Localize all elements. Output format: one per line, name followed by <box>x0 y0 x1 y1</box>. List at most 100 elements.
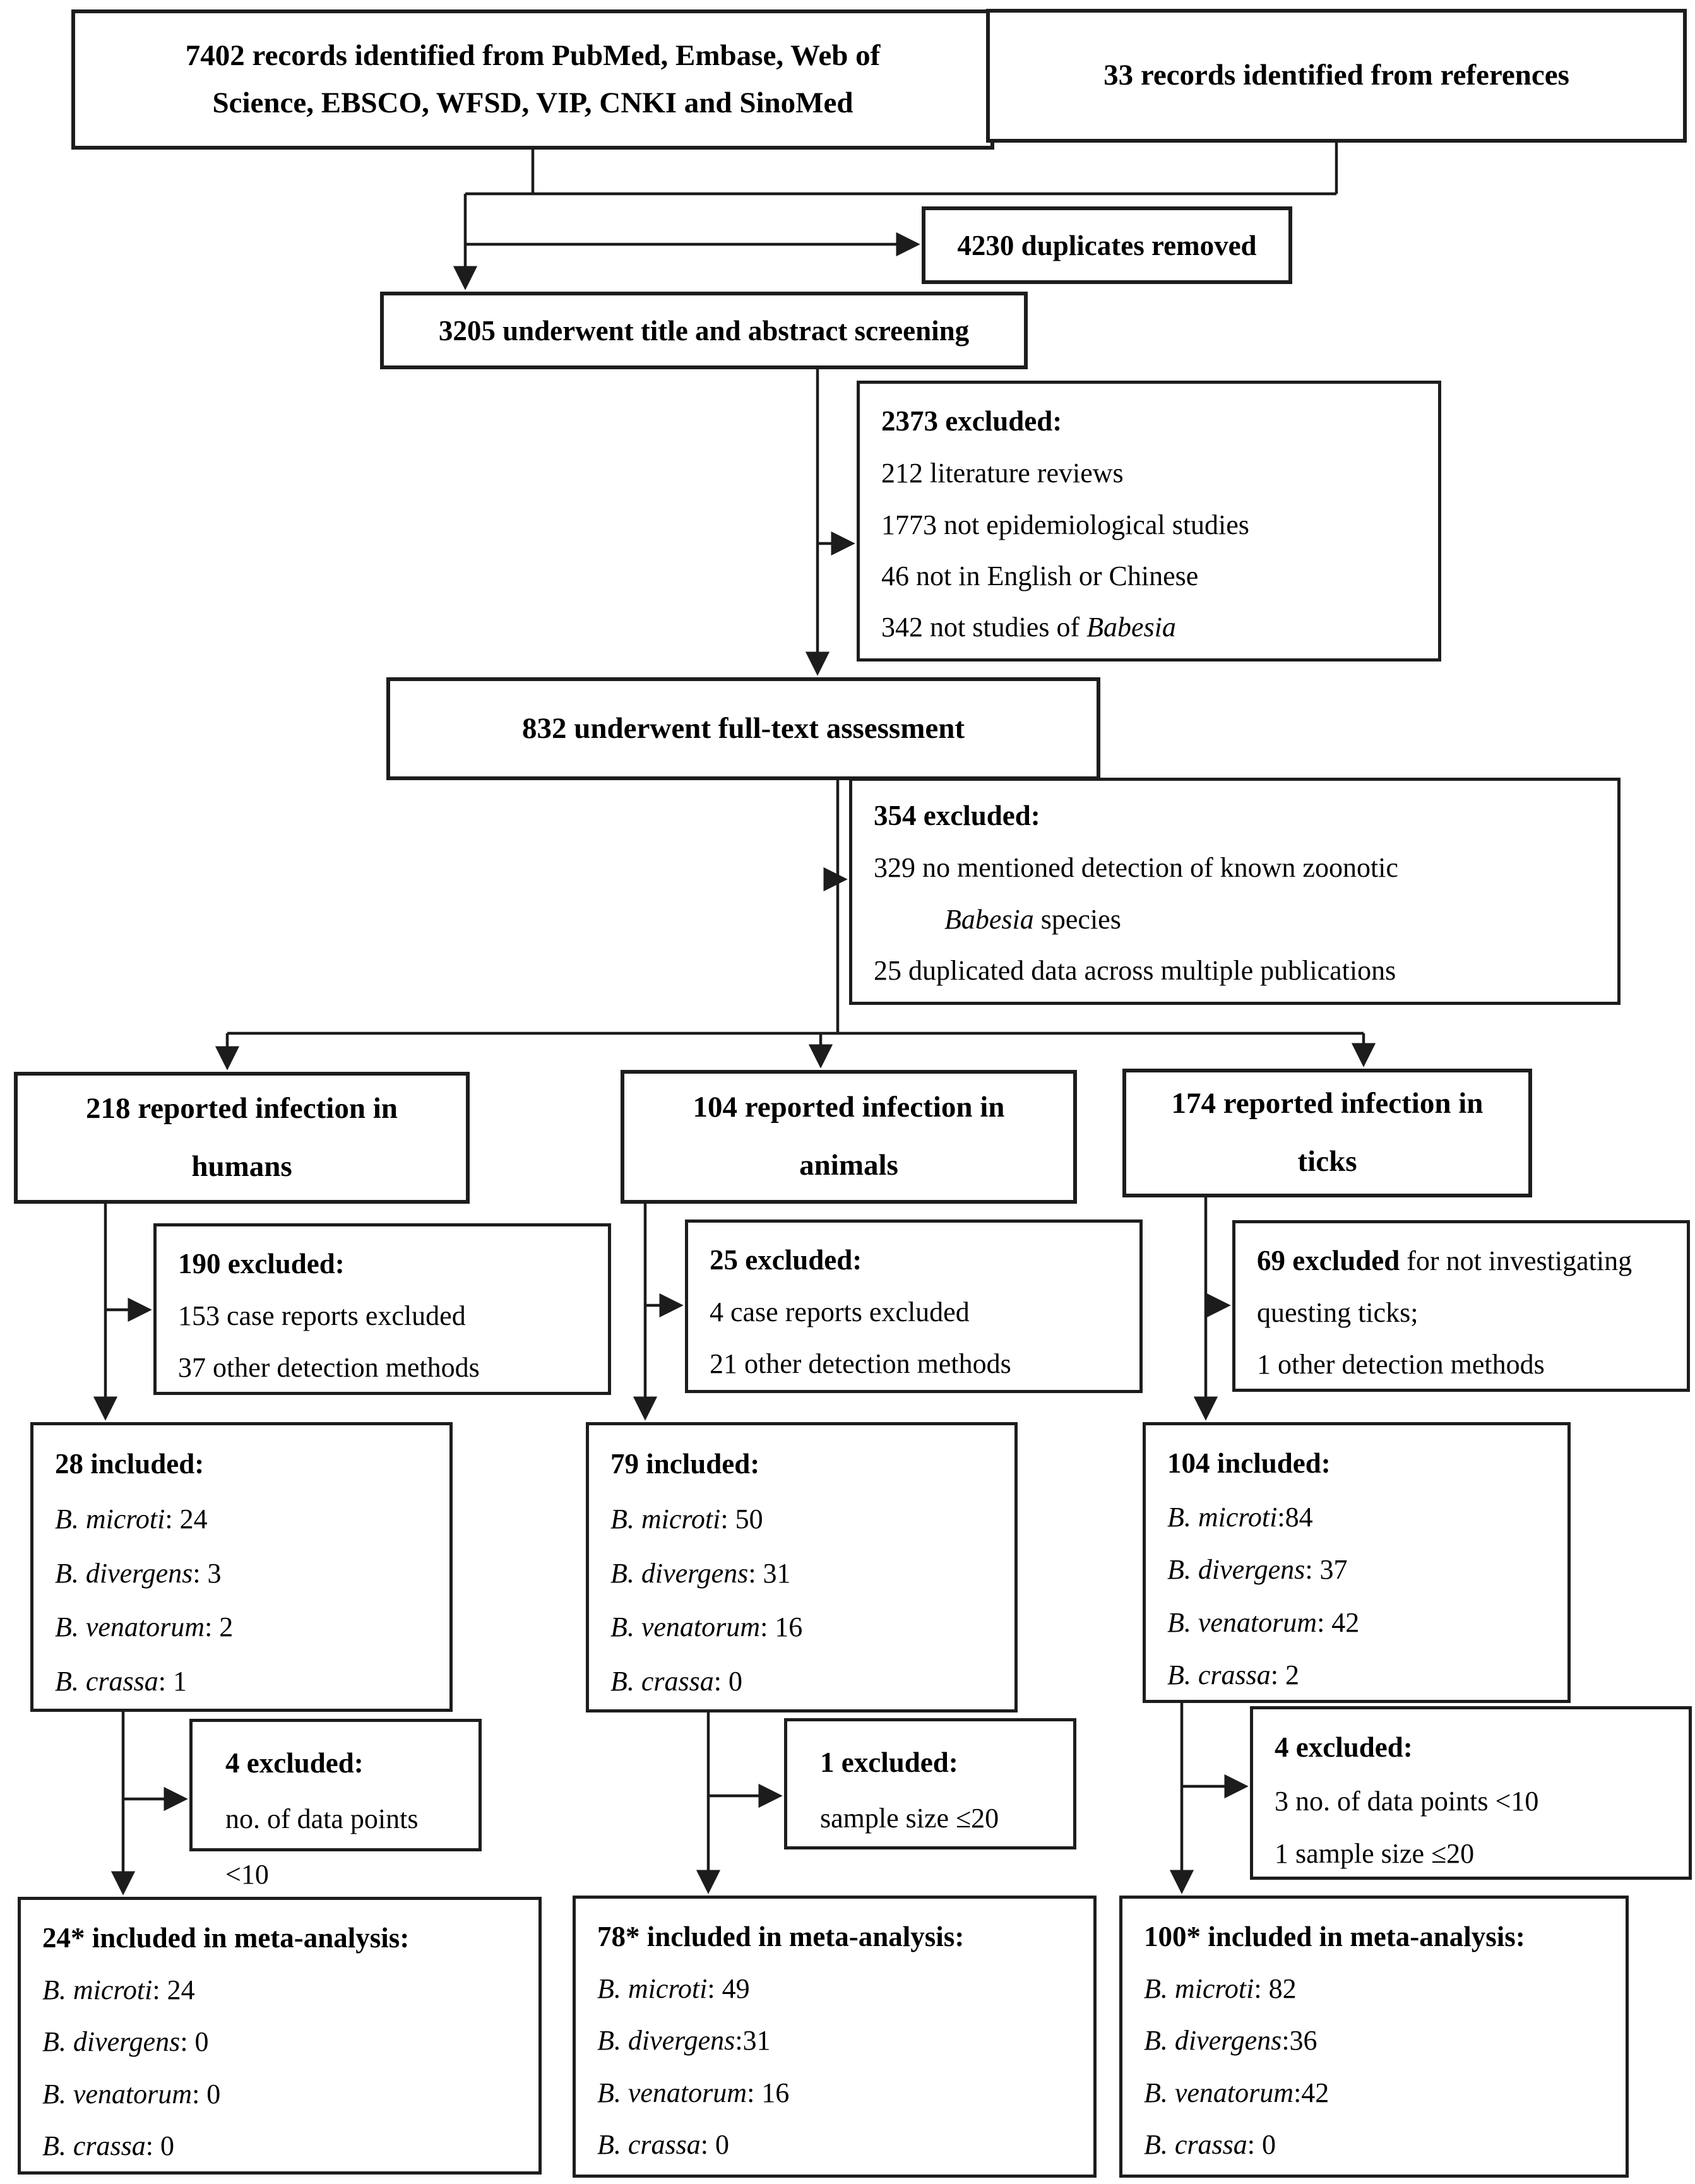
species-row: B. divergens: 0 <box>42 2016 517 2068</box>
humans-included-box: 28 included: B. microti: 24 B. divergens… <box>30 1422 453 1712</box>
species-name: B. crassa <box>55 1666 158 1697</box>
species-row: B. microti:84 <box>1167 1491 1546 1544</box>
species-row: B. divergens: 3 <box>55 1546 428 1601</box>
species-value: : 2 <box>205 1611 234 1643</box>
species-name: B. venatorum <box>1167 1606 1317 1638</box>
animals-meta-excluded-item: sample size ≤20 <box>820 1803 999 1834</box>
species-row: B. venatorum: 0 <box>42 2068 517 2120</box>
species-value: :42 <box>1294 2077 1329 2108</box>
species-name: B. crassa <box>1167 1659 1271 1691</box>
screening-excluded-item: 212 literature reviews <box>881 458 1124 489</box>
ticks-included-box: 104 included: B. microti:84 B. divergens… <box>1143 1422 1571 1703</box>
species-value: : 0 <box>713 1666 743 1697</box>
species-row: B. crassa: 0 <box>597 2119 1072 2171</box>
animals-meta-excluded-box: 1 excluded: sample size ≤20 <box>784 1718 1076 1849</box>
species-row: B. venatorum: 2 <box>55 1600 428 1654</box>
screening-excluded-header: 2373 excluded: <box>881 405 1062 437</box>
ticks-excluded-header-rest: for not investigating questing ticks; <box>1257 1245 1633 1329</box>
species-name: B. crassa <box>1144 2128 1247 2160</box>
species-name: B. microti <box>610 1503 721 1534</box>
references-text: 33 records identified from references <box>1103 59 1569 92</box>
records-text: 7402 records identified from PubMed, Emb… <box>185 39 881 119</box>
screening-excluded-box: 2373 excluded: 212 literature reviews 17… <box>857 381 1441 662</box>
species-value: : 0 <box>700 2128 730 2160</box>
babesia-italic: Babesia <box>944 903 1034 935</box>
animals-excluded-box: 25 excluded: 4 case reports excluded 21 … <box>685 1220 1143 1393</box>
humans-meta-box: 24* included in meta-analysis: B. microt… <box>18 1897 542 2175</box>
fulltext-excluded-header: 354 excluded: <box>874 800 1040 831</box>
ticks-reported-box: 174 reported infection in ticks <box>1122 1069 1532 1197</box>
species-name: B. microti <box>42 1974 153 2006</box>
species-row: B. divergens:31 <box>597 2015 1072 2067</box>
fulltext-excluded-box: 354 excluded: 329 no mentioned detection… <box>849 778 1621 1005</box>
ticks-meta-box: 100* included in meta-analysis: B. micro… <box>1119 1896 1629 2178</box>
species-name: B. divergens <box>1167 1554 1305 1586</box>
species-row: B. divergens:36 <box>1144 2015 1604 2067</box>
species-value: : 31 <box>748 1557 791 1589</box>
species-row: B. crassa: 0 <box>1144 2119 1604 2171</box>
ticks-excluded-header: 69 excluded for not investigating questi… <box>1257 1235 1665 1339</box>
ticks-meta-excluded-header: 4 excluded: <box>1275 1731 1413 1763</box>
species-name: B. divergens <box>597 2025 735 2056</box>
species-name: B. microti <box>55 1503 165 1534</box>
animals-excluded-item: 21 other detection methods <box>710 1348 1011 1379</box>
screening-excluded-item: 342 not studies of Babesia <box>881 602 1417 653</box>
species-name: B. venatorum <box>42 2078 193 2110</box>
species-value: : 0 <box>1247 2128 1276 2160</box>
species-value: : 3 <box>193 1557 222 1589</box>
humans-excluded-header: 190 excluded: <box>178 1248 345 1279</box>
species-value: : 2 <box>1270 1659 1300 1691</box>
species-row: B. divergens: 37 <box>1167 1543 1546 1596</box>
ticks-excluded-box: 69 excluded for not investigating questi… <box>1232 1220 1690 1392</box>
species-value: :31 <box>735 2025 771 2056</box>
ticks-meta-excluded-box: 4 excluded: 3 no. of data points <10 1 s… <box>1250 1706 1692 1880</box>
species-row: B. venatorum: 42 <box>1167 1596 1546 1649</box>
babesia-italic: Babesia <box>1086 612 1176 643</box>
animals-reported-box: 104 reported infection in animals <box>621 1070 1077 1204</box>
species-row: B. crassa: 2 <box>1167 1649 1546 1702</box>
species-value: : 24 <box>165 1503 208 1534</box>
animals-meta-box: 78* included in meta-analysis: B. microt… <box>573 1896 1097 2178</box>
animals-excluded-header: 25 excluded: <box>710 1244 862 1276</box>
humans-reported-text: 218 reported infection in humans <box>86 1091 398 1183</box>
species-row: B. microti: 24 <box>55 1492 428 1546</box>
species-name: B. divergens <box>610 1557 749 1589</box>
species-value: : 24 <box>152 1974 195 2006</box>
humans-excluded-item: 153 case reports excluded <box>178 1300 466 1332</box>
species-row: B. microti: 49 <box>597 1963 1072 2015</box>
species-value: :84 <box>1277 1501 1313 1533</box>
ticks-excluded-item: 1 other detection methods <box>1257 1348 1545 1380</box>
animals-excluded-item: 4 case reports excluded <box>710 1297 970 1328</box>
humans-meta-excluded-item: no. of data points <10 <box>225 1803 419 1890</box>
species-value: : 16 <box>747 2077 790 2108</box>
humans-meta-header: 24* included in meta-analysis: <box>42 1922 410 1954</box>
title-abstract-screening-text: 3205 underwent title and abstract screen… <box>438 314 970 347</box>
species-row: B. crassa: 0 <box>610 1654 993 1709</box>
species-row: B. divergens: 31 <box>610 1546 993 1601</box>
title-abstract-screening-box: 3205 underwent title and abstract screen… <box>380 292 1028 369</box>
fulltext-excluded-item: 329 no mentioned detection of known zoon… <box>874 852 1398 884</box>
ticks-meta-excluded-item: 3 no. of data points <10 <box>1275 1785 1539 1817</box>
humans-included-header: 28 included: <box>55 1448 205 1480</box>
species-name: B. crassa <box>610 1666 714 1697</box>
species-row: B. microti: 50 <box>610 1492 993 1546</box>
fulltext-assessment-box: 832 underwent full-text assessment <box>386 677 1100 780</box>
species-name: B. venatorum <box>597 2077 747 2108</box>
records-box: 7402 records identified from PubMed, Emb… <box>71 9 994 150</box>
ticks-meta-excluded-item: 1 sample size ≤20 <box>1275 1838 1475 1870</box>
humans-meta-excluded-box: 4 excluded: no. of data points <10 <box>189 1719 482 1890</box>
ticks-excluded-header-bold: 69 excluded <box>1257 1245 1400 1276</box>
animals-meta-header: 78* included in meta-analysis: <box>597 1921 965 1952</box>
species-row: B. microti: 24 <box>42 1964 517 2016</box>
species-row: B. venatorum:42 <box>1144 2067 1604 2119</box>
species-value: : 0 <box>192 2078 221 2110</box>
species-name: B. divergens <box>55 1557 193 1589</box>
humans-meta-excluded-header: 4 excluded: <box>225 1747 364 1779</box>
species-name: B. microti <box>1167 1501 1278 1533</box>
ticks-reported-text: 174 reported infection in ticks <box>1171 1087 1484 1178</box>
species-value: : 49 <box>707 1973 750 2005</box>
species-value: : 0 <box>145 2130 175 2161</box>
species-row: B. crassa: 1 <box>55 1654 428 1709</box>
fulltext-excluded-item: 25 duplicated data across multiple publi… <box>874 955 1396 987</box>
